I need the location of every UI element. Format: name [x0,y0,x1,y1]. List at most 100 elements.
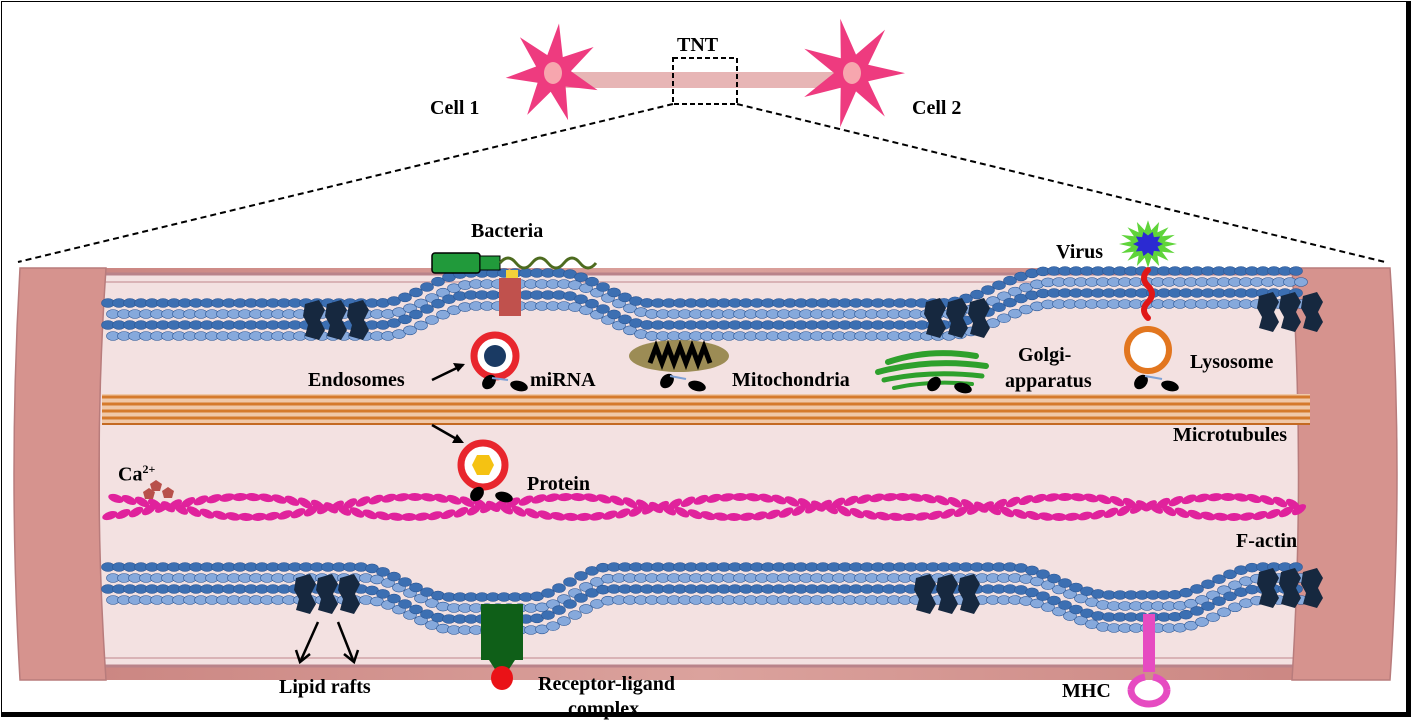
lipid-head [409,582,423,593]
actin-monomer [765,509,781,520]
actin-monomer [758,493,774,503]
actin-monomer [1252,510,1268,521]
actin-monomer [895,493,911,502]
label-tnt: TNT [677,34,719,56]
lipid-head [997,313,1011,324]
raft-protein [936,574,958,614]
lipid-head [1025,565,1039,576]
lipid-head [409,287,423,298]
actin-monomer [888,512,904,521]
actin-monomer [953,506,969,518]
lipid-head [425,315,439,325]
actin-monomer [1213,512,1229,521]
lipid-head [579,604,593,614]
actin-monomer [232,493,248,502]
lipid-head [1036,569,1050,579]
lipid-head [1195,617,1209,627]
actin-monomer [1207,493,1223,502]
actin-monomer [921,494,937,504]
lipid-head [1036,591,1050,601]
lipid-head [574,593,588,603]
actin-monomer [1051,512,1067,521]
raft-protein [1301,568,1323,608]
lipid-head [568,610,582,620]
label-bacteria: Bacteria [471,220,544,242]
lipid-head [387,318,401,328]
actin-monomer [499,503,513,515]
lipid-head [1294,277,1308,287]
actin-monomer [1239,512,1255,521]
actin-monomer [836,505,852,517]
actin-monomer [706,493,722,503]
lipid-head [398,577,412,587]
lipid-head [1190,584,1204,594]
actin-monomer [830,497,846,509]
actin-monomer [732,493,748,502]
cell-2-shape [804,18,905,128]
raft-protein [1279,292,1301,332]
label-f-actin: F-actin [1236,530,1298,552]
f-actin-filament [102,493,1307,521]
raft-protein [958,574,980,614]
lipid-head [1217,607,1231,617]
label-protein: Protein [527,473,590,495]
actin-monomer [518,495,534,506]
actin-monomer [290,508,306,519]
lipid-head [981,285,995,295]
actin-monomer [1149,502,1163,514]
lipid-head [1228,602,1242,613]
actin-monomer [433,493,449,503]
actin-monomer [407,493,423,502]
actin-monomer [596,494,612,504]
lipid-head [1025,587,1039,598]
actin-monomer [1155,497,1171,509]
lipid-head [557,616,571,626]
raft-protein [968,298,990,338]
lipid-head [376,567,390,577]
lipid-head [1047,573,1061,584]
actin-monomer [537,510,553,520]
label-mirna: miRNA [530,369,596,391]
raft-protein [1257,292,1279,332]
endosome-arrowhead [453,363,465,372]
endosome-vesicle [470,331,528,392]
raft-protein [946,298,968,338]
actin-monomer [914,512,930,521]
lipid-head [1058,600,1072,610]
actin-monomer [784,496,800,507]
actin-monomer [388,512,404,521]
actin-monomer [524,508,540,519]
actin-monomer [602,510,618,520]
actin-monomer [563,512,579,521]
actin-monomer [908,493,924,502]
raft-protein [338,574,360,614]
lipid-head [585,298,599,309]
virus-shape [1119,220,1177,321]
lipid-head [1008,308,1022,319]
lipid-head [398,314,412,325]
actin-monomer [284,495,300,506]
actin-monomer [570,493,586,502]
actin-monomer [394,493,410,502]
lipid-head [1179,609,1193,620]
actin-monomer [102,511,118,521]
lipid-head [1003,275,1017,286]
golgi-apparatus-shape [875,350,989,394]
lipid-head [387,296,401,306]
actin-monomer [362,509,378,520]
actin-monomer [726,512,742,521]
actin-monomer [1090,509,1106,520]
lipid-head [623,303,637,314]
actin-monomer [115,509,131,519]
actin-monomer [336,504,352,516]
label-calcium: Ca2+ [118,458,155,486]
actin-monomer [882,493,898,502]
actin-monomer [258,493,274,503]
lipid-head [431,298,445,309]
lipid-head [1223,569,1237,580]
actin-monomer [427,511,443,521]
label-mitochondria: Mitochondria [732,369,850,391]
lipid-head [1074,593,1088,604]
